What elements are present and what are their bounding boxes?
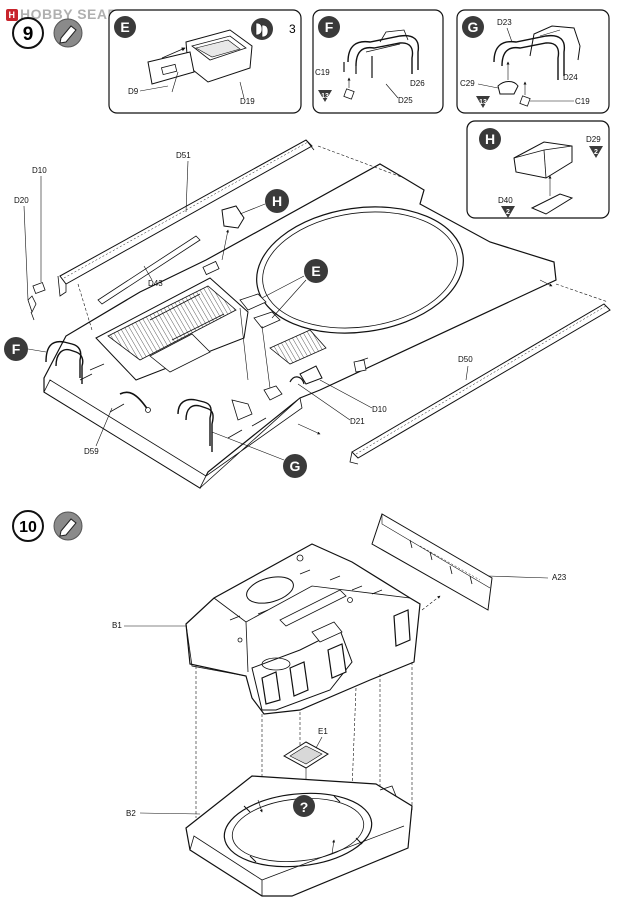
detail-f-letter: F <box>325 19 334 35</box>
label-c29: C29 <box>460 79 475 88</box>
badge-h-d29: 2 <box>594 149 598 156</box>
step-9-hull-deck <box>27 139 611 489</box>
callout-g-icon <box>462 16 484 38</box>
callout-g: G <box>290 458 301 474</box>
detail-box-e: E 3 D9 D19 <box>108 9 302 114</box>
step-9-callouts: H E F G <box>4 189 328 478</box>
label-d50: D50 <box>458 355 473 364</box>
label-d21: D21 <box>350 417 365 426</box>
paint-badge-icon <box>476 96 490 108</box>
callout-h-marker <box>265 189 289 213</box>
brand-logo-icon: H <box>6 9 18 21</box>
step-10-labels: A23 B1 E1 B2 <box>112 573 567 818</box>
callout-question-marker <box>293 795 315 817</box>
label-d29: D29 <box>586 135 601 144</box>
label-d43: D43 <box>148 279 163 288</box>
paint-badge-icon <box>589 146 603 158</box>
step-number-circle <box>12 17 44 49</box>
duplicate-icon <box>255 22 269 38</box>
label-b1: B1 <box>112 621 122 630</box>
detail-e-letter: E <box>120 19 129 35</box>
callout-e-icon <box>114 16 136 38</box>
label-d51: D51 <box>176 151 191 160</box>
label-d23: D23 <box>497 18 512 27</box>
step-9-number: 9 <box>23 24 34 45</box>
label-c19-g: C19 <box>575 97 590 106</box>
callout-h-icon <box>479 128 501 150</box>
label-d19: D19 <box>240 97 255 106</box>
detail-box-g: G D23 D24 C29 C19 13 <box>456 9 610 114</box>
label-d10-bottom: D10 <box>372 405 387 414</box>
callout-f: F <box>12 341 21 357</box>
step-number-circle <box>12 510 44 542</box>
detail-box-h: H D29 2 D40 2 <box>466 120 610 219</box>
badge-h-d40: 2 <box>506 209 510 216</box>
step-10-upper-hull <box>185 513 493 897</box>
callout-question: ? <box>300 799 309 815</box>
callout-f-icon <box>318 16 340 38</box>
label-b2: B2 <box>126 809 136 818</box>
callout-g-marker <box>283 454 307 478</box>
label-c19: C19 <box>315 68 330 77</box>
label-d9: D9 <box>128 87 139 96</box>
glue-brush-icon <box>59 518 77 537</box>
step-10-header: 10 <box>12 510 83 542</box>
label-d24: D24 <box>563 73 578 82</box>
step-10-callouts: ? <box>293 795 315 817</box>
badge-f: 13 <box>321 93 329 100</box>
badge-g: 13 <box>479 99 487 106</box>
label-d59: D59 <box>84 447 99 456</box>
step-10-number: 10 <box>19 519 37 536</box>
label-e1: E1 <box>318 727 328 736</box>
callout-f-marker <box>4 337 28 361</box>
label-d40: D40 <box>498 196 513 205</box>
detail-h-letter: H <box>485 131 495 147</box>
label-d10-top: D10 <box>32 166 47 175</box>
step-9-labels: D10 D20 D51 D43 D59 D50 D10 D21 <box>14 151 473 456</box>
detail-g-letter: G <box>468 19 479 35</box>
label-d20: D20 <box>14 196 29 205</box>
paint-badge-icon <box>501 206 515 218</box>
callout-h: H <box>272 193 282 209</box>
paint-badge-icon <box>318 90 332 102</box>
label-d25: D25 <box>398 96 413 105</box>
step-9-header: 9 <box>12 17 83 49</box>
detail-e-qty: 3 <box>289 22 296 36</box>
label-a23: A23 <box>552 573 567 582</box>
glue-brush-icon <box>59 25 77 44</box>
label-d26: D26 <box>410 79 425 88</box>
callout-e-marker <box>304 259 328 283</box>
detail-box-f: F C19 D26 D25 13 <box>312 9 444 114</box>
callout-e: E <box>311 263 320 279</box>
